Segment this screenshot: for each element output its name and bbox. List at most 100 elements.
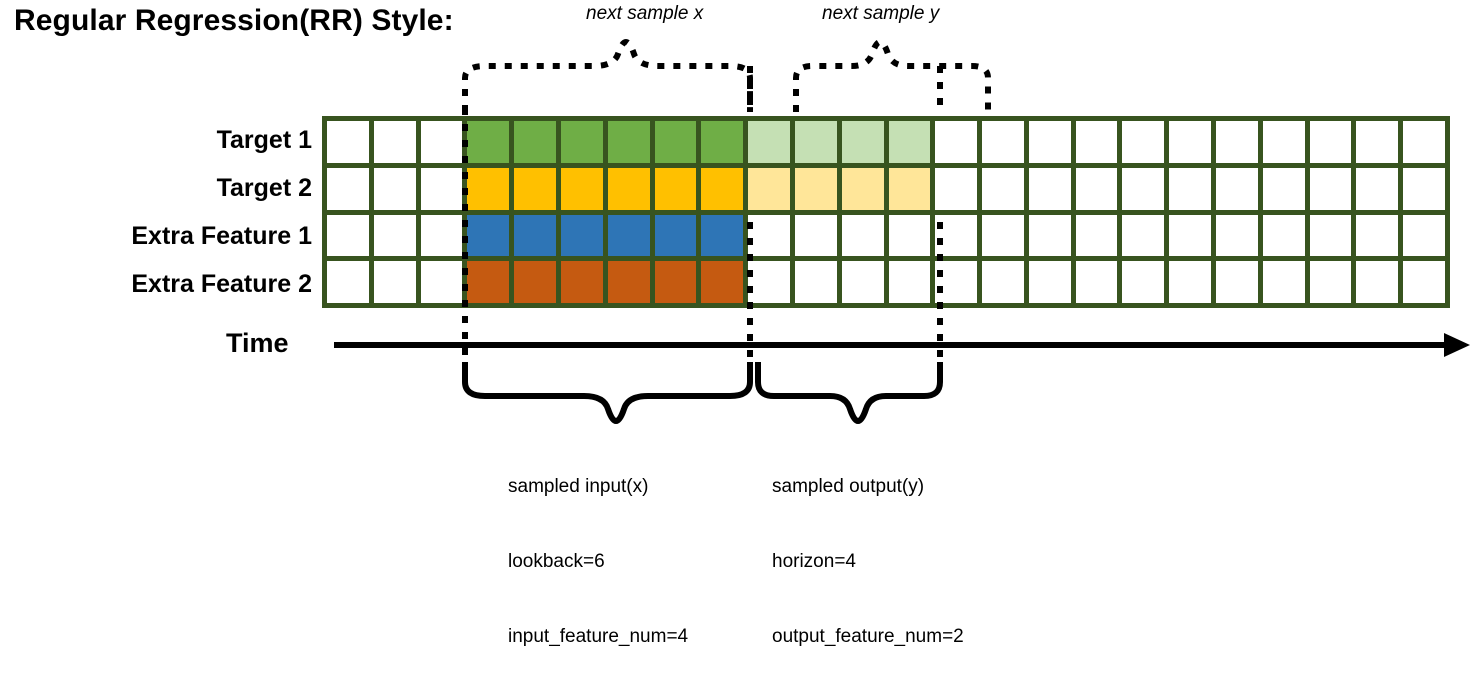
grid-cell	[794, 214, 837, 257]
grid-cell	[420, 214, 463, 257]
grid-cell	[420, 167, 463, 210]
grid-cell	[888, 167, 931, 210]
grid-cell	[327, 167, 369, 210]
grid-cell	[1309, 167, 1352, 210]
grid-cell	[935, 214, 978, 257]
annotation-sampled-output: sampled output(y) horizon=4 output_featu…	[772, 424, 964, 699]
grid-cell	[935, 261, 978, 303]
grid-cell	[1262, 214, 1305, 257]
grid-cell	[1403, 121, 1445, 163]
brace-sampled-input	[462, 362, 753, 425]
grid-cell	[841, 167, 884, 210]
grid-cell	[1309, 121, 1352, 163]
grid-cell	[607, 121, 650, 163]
grid-cell	[467, 167, 510, 210]
grid-cell	[560, 261, 603, 303]
grid-cell	[1309, 261, 1352, 303]
grid-cell	[748, 167, 790, 210]
sampled-output-line2: horizon=4	[772, 551, 856, 572]
grid-cell	[841, 214, 884, 257]
grid-cell	[1075, 214, 1118, 257]
grid-cell	[654, 214, 697, 257]
grid-cell	[373, 261, 416, 303]
grid-cell	[935, 121, 978, 163]
grid-cell	[1356, 261, 1399, 303]
grid-cell	[1216, 214, 1258, 257]
sampled-input-line2: lookback=6	[508, 551, 605, 572]
grid-cell	[373, 214, 416, 257]
grid-cell	[748, 261, 790, 303]
grid-cell	[1028, 167, 1071, 210]
brace-sampled-output	[755, 362, 943, 425]
grid-cell	[841, 121, 884, 163]
grid-cell	[935, 167, 978, 210]
grid-cell	[1169, 214, 1212, 257]
row-label-column: Target 1 Target 2 Extra Feature 1 Extra …	[0, 116, 312, 308]
grid-cell	[1122, 214, 1165, 257]
grid-cell	[1216, 121, 1258, 163]
grid-cell	[1309, 214, 1352, 257]
grid-cell	[467, 121, 510, 163]
grid-cell	[560, 214, 603, 257]
grid-cell	[1356, 121, 1399, 163]
grid-cell	[1216, 167, 1258, 210]
grid-cell	[514, 121, 556, 163]
grid-cell	[1075, 167, 1118, 210]
grid-cell	[982, 261, 1024, 303]
grid-cell	[1075, 261, 1118, 303]
diagram-canvas: Regular Regression(RR) Style: next sampl…	[0, 3, 1470, 647]
grid-cell	[1403, 214, 1445, 257]
grid-cell	[1403, 167, 1445, 210]
annotation-next-sample-y: next sample y	[822, 3, 940, 24]
grid-cell	[794, 167, 837, 210]
grid-cell	[607, 214, 650, 257]
brace-next-sample-y	[793, 38, 991, 112]
grid-cell	[1169, 261, 1212, 303]
grid-cell	[373, 167, 416, 210]
annotation-next-sample-x: next sample x	[586, 3, 704, 24]
time-axis-arrow	[334, 333, 1470, 357]
grid-cell	[888, 261, 931, 303]
row-label-extra-feature-2: Extra Feature 2	[131, 270, 312, 298]
grid-cell	[420, 261, 463, 303]
grid-cell	[654, 167, 697, 210]
grid-cell	[841, 261, 884, 303]
grid-cell	[560, 121, 603, 163]
row-label-target-1: Target 1	[216, 126, 312, 154]
grid-cell	[748, 214, 790, 257]
grid-cell	[467, 214, 510, 257]
grid-cell	[701, 214, 744, 257]
timeseries-grid	[322, 116, 1450, 308]
grid-cell	[1262, 167, 1305, 210]
sampled-output-line1: sampled output(y)	[772, 476, 925, 497]
grid-cell	[794, 121, 837, 163]
brace-next-sample-x	[462, 38, 753, 112]
grid-cell	[327, 261, 369, 303]
grid-cell	[467, 261, 510, 303]
grid-cell	[1169, 121, 1212, 163]
grid-cell	[607, 261, 650, 303]
grid-cell	[1028, 214, 1071, 257]
grid-cell	[748, 121, 790, 163]
grid-cell	[1122, 167, 1165, 210]
grid-cell	[1216, 261, 1258, 303]
sampled-output-line3: output_feature_num=2	[772, 626, 964, 647]
row-label-extra-feature-1: Extra Feature 1	[131, 222, 312, 250]
sampled-input-line1: sampled input(x)	[508, 476, 649, 497]
grid-cell	[514, 214, 556, 257]
grid-cell	[1028, 261, 1071, 303]
row-label-target-2: Target 2	[216, 174, 312, 202]
grid-cell	[327, 214, 369, 257]
grid-cell	[1075, 121, 1118, 163]
grid-cell	[1356, 214, 1399, 257]
time-axis-label: Time	[226, 328, 289, 358]
grid-cell	[1262, 261, 1305, 303]
grid-cell	[888, 121, 931, 163]
grid-cell	[654, 121, 697, 163]
grid-cell	[982, 121, 1024, 163]
grid-cell	[794, 261, 837, 303]
grid-cell	[701, 261, 744, 303]
annotation-overlay	[334, 38, 1470, 425]
grid-cell	[1262, 121, 1305, 163]
grid-cell	[514, 167, 556, 210]
